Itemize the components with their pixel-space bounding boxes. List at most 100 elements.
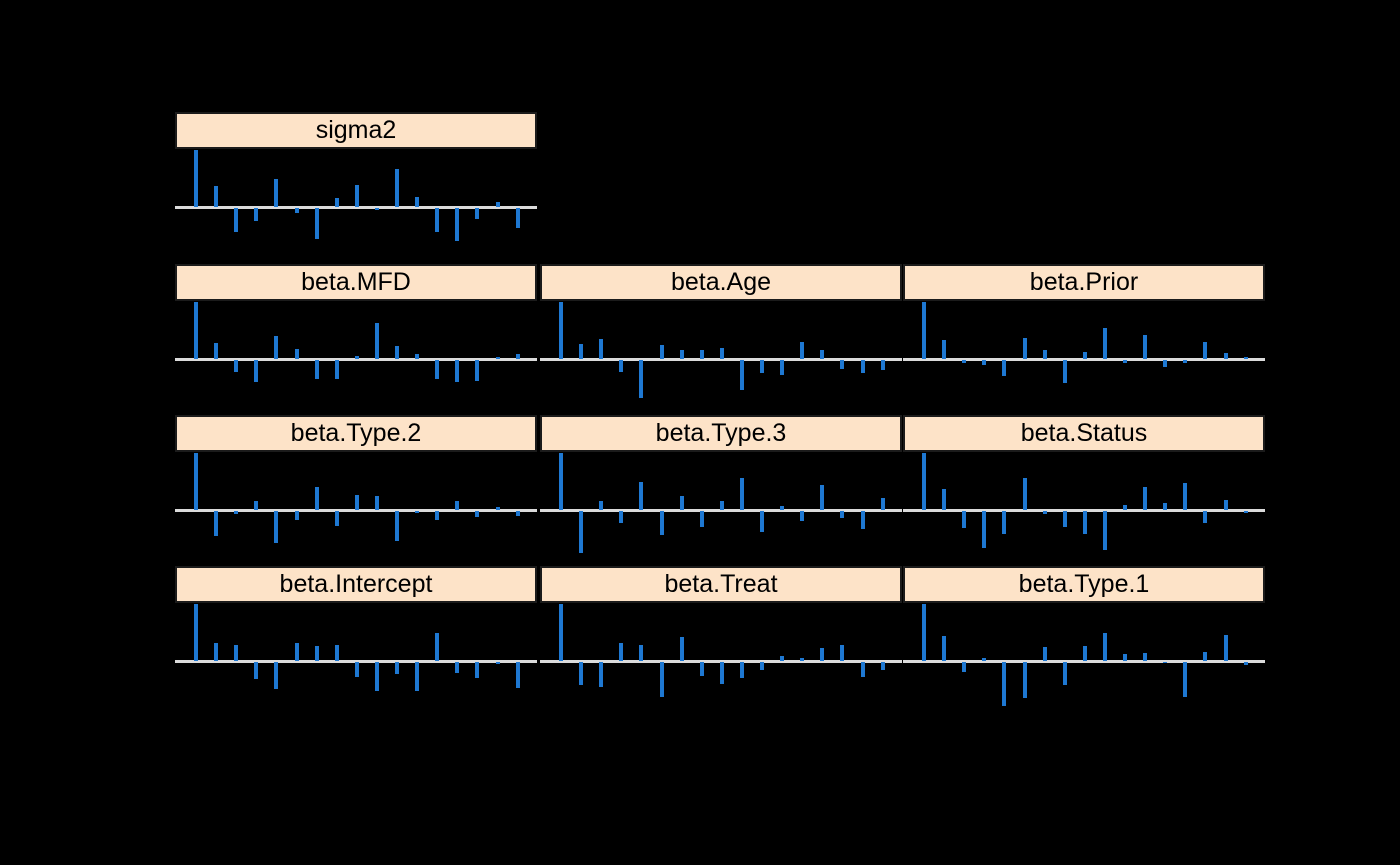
acf-spike xyxy=(374,208,379,211)
panel-strip-sigma2: sigma2 xyxy=(175,112,537,149)
acf-spike xyxy=(1223,499,1228,510)
acf-spike xyxy=(922,453,926,510)
acf-spike xyxy=(1062,360,1067,384)
acf-spike xyxy=(334,197,339,207)
acf-spike xyxy=(1183,483,1188,510)
acf-spike xyxy=(780,656,785,661)
acf-spike xyxy=(599,662,604,688)
acf-spike xyxy=(194,150,198,207)
acf-spike xyxy=(659,511,664,535)
acf-spike xyxy=(475,208,480,219)
acf-spike xyxy=(234,360,239,372)
acf-spike xyxy=(1022,662,1027,699)
acf-spike xyxy=(942,635,947,661)
acf-spike xyxy=(1062,511,1067,527)
acf-spike xyxy=(780,360,785,376)
acf-spike xyxy=(840,511,845,519)
acf-spike xyxy=(374,322,379,359)
panel-strip-beta.Status: beta.Status xyxy=(903,415,1265,452)
acf-spike xyxy=(254,500,259,510)
acf-spike xyxy=(559,453,563,510)
panel-title: beta.Type.1 xyxy=(1018,570,1150,598)
acf-spike xyxy=(274,511,279,544)
acf-spike xyxy=(1243,511,1248,514)
acf-spike xyxy=(415,662,420,692)
acf-spike xyxy=(395,345,399,359)
acf-spike xyxy=(619,511,624,523)
acf-spike xyxy=(1022,478,1027,510)
zero-line xyxy=(175,206,537,209)
acf-spike xyxy=(294,642,299,661)
acf-spike xyxy=(820,349,825,359)
acf-spike xyxy=(760,360,764,373)
acf-spike xyxy=(719,501,724,510)
acf-spike xyxy=(1002,511,1007,534)
acf-spike xyxy=(982,360,987,366)
acf-spike xyxy=(800,342,805,359)
acf-spike xyxy=(274,179,279,207)
acf-spike xyxy=(1062,662,1067,685)
acf-spike xyxy=(435,360,440,379)
acf-spike xyxy=(354,495,359,510)
acf-spike xyxy=(760,511,764,532)
acf-spike xyxy=(860,511,865,529)
acf-spike xyxy=(1143,653,1148,661)
acf-spike xyxy=(1163,360,1168,368)
panel-title: beta.Status xyxy=(1020,419,1148,447)
panel-title: sigma2 xyxy=(315,116,397,144)
acf-spike xyxy=(1203,342,1208,359)
panel-title: beta.Treat xyxy=(664,570,778,598)
panel-strip-beta.MFD: beta.MFD xyxy=(175,264,537,301)
acf-spike xyxy=(1042,511,1047,514)
acf-spike xyxy=(1002,360,1007,376)
acf-spike xyxy=(294,208,299,213)
acf-spike xyxy=(1163,502,1168,510)
acf-spike xyxy=(234,645,239,661)
acf-spike xyxy=(415,353,420,359)
acf-spike xyxy=(254,208,259,222)
acf-spike xyxy=(495,506,500,510)
acf-spike xyxy=(880,662,885,670)
acf-spike xyxy=(880,360,885,371)
acf-spike xyxy=(354,185,359,207)
acf-spike xyxy=(639,360,644,398)
acf-spike xyxy=(495,201,500,207)
acf-spike xyxy=(395,169,399,207)
panel-strip-beta.Prior: beta.Prior xyxy=(903,264,1265,301)
zero-line xyxy=(903,660,1265,663)
acf-spike xyxy=(1102,511,1107,551)
acf-spike xyxy=(1002,662,1007,707)
zero-line xyxy=(540,660,902,663)
acf-spike xyxy=(659,344,664,359)
zero-line xyxy=(175,660,537,663)
acf-spike xyxy=(579,662,584,686)
acf-spike xyxy=(294,511,299,521)
acf-spike xyxy=(254,360,259,383)
acf-spike xyxy=(515,662,520,688)
acf-spike xyxy=(739,477,744,510)
acf-spike xyxy=(354,355,359,359)
acf-spike xyxy=(599,339,604,359)
acf-spike xyxy=(455,360,460,383)
acf-spike xyxy=(1223,634,1228,661)
acf-spike xyxy=(1102,633,1107,661)
acf-spike xyxy=(719,348,724,359)
zero-line xyxy=(540,509,902,512)
acf-spike xyxy=(475,662,480,678)
acf-spike xyxy=(1143,487,1148,510)
acf-spike xyxy=(455,208,460,242)
acf-spike xyxy=(435,511,440,520)
acf-spike xyxy=(435,208,440,232)
acf-spike xyxy=(354,662,359,678)
acf-spike xyxy=(579,511,584,554)
acf-spike xyxy=(559,604,563,661)
acf-spike xyxy=(374,662,379,691)
panel-title: beta.Age xyxy=(670,268,772,296)
acf-spike xyxy=(860,662,865,677)
panel-strip-beta.Intercept: beta.Intercept xyxy=(175,566,537,603)
acf-spike xyxy=(699,511,704,527)
acf-spike xyxy=(962,360,967,363)
acf-spike xyxy=(942,340,947,359)
acf-spike xyxy=(455,662,460,674)
acf-spike xyxy=(1183,360,1188,364)
